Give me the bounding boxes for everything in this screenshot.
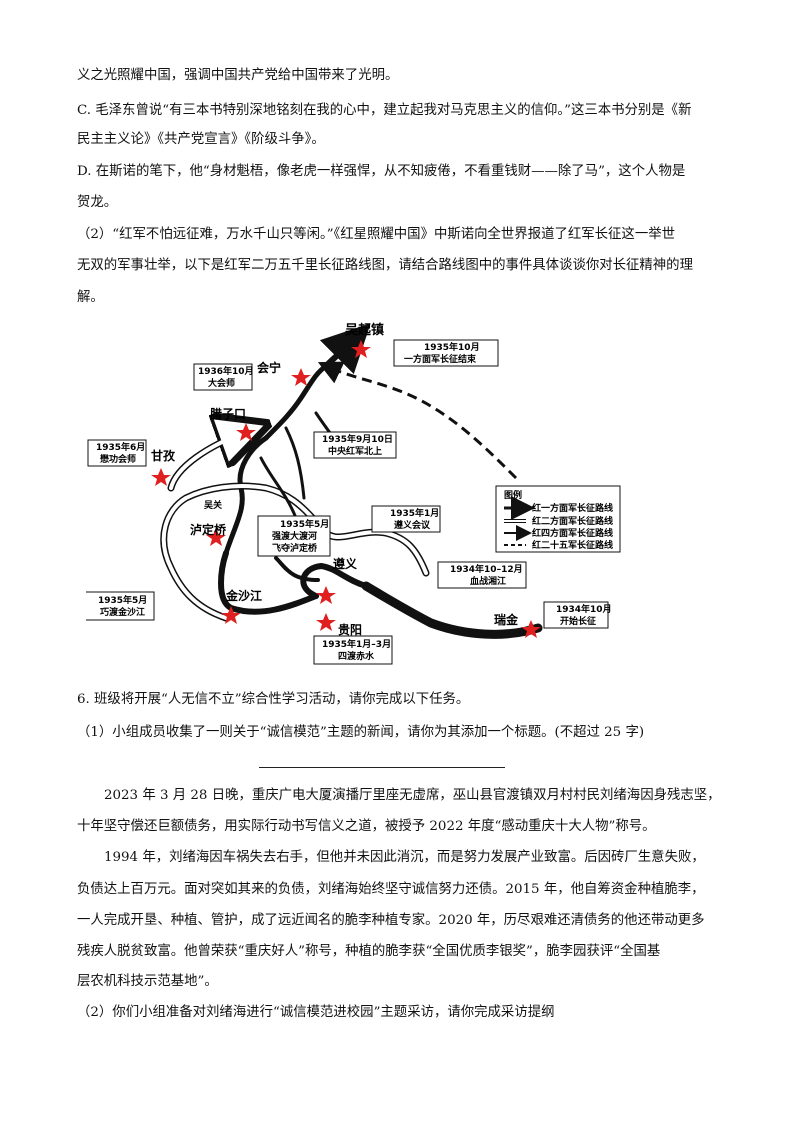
svg-text:1934年10–12月: 1934年10–12月 bbox=[450, 563, 523, 575]
place-wuqi: 吴起镇 bbox=[345, 322, 384, 338]
news-paragraph-2-line4: 残疾人脱贫致富。他曾荣获“重庆好人”称号，种植的脆李获“全国优质李银奖”，脆李园… bbox=[77, 944, 661, 959]
event-box-chishui: 1935年1月–3月 四渡赤水 bbox=[313, 635, 393, 665]
question-2-line2: 无双的军事壮举，以下是红军二万五千里长征路线图，请结合路线图中的事件具体谈谈你对… bbox=[77, 258, 693, 273]
option-d-line1: D. 在斯诺的笔下，他“身材魁梧，像老虎一样强悍，从不知疲倦，不看重钱财——除了… bbox=[77, 164, 686, 179]
place-wuguan: 吴关 bbox=[204, 499, 222, 511]
svg-text:血战湘江: 血战湘江 bbox=[470, 575, 506, 587]
event-box-jinsha: 1935年5月 巧渡金沙江 bbox=[86, 591, 155, 621]
text-line: 义之光照耀中国，强调中国共产党给中国带来了光明。 bbox=[77, 68, 399, 83]
svg-text:一方面军长征结束: 一方面军长征结束 bbox=[404, 353, 477, 365]
svg-text:1934年10月: 1934年10月 bbox=[556, 603, 612, 615]
svg-text:红二十五军长征路线: 红二十五军长征路线 bbox=[532, 539, 613, 551]
news-paragraph-1-line2: 十年坚守偿还巨额债务，用实际行动书写信义之道，被授予 2022 年度“感动重庆十… bbox=[77, 819, 656, 834]
event-box-xiangjiang: 1934年10–12月 血战湘江 bbox=[437, 561, 527, 589]
event-box-dadu: 1935年5月 强渡大渡河 飞夺泸定桥 bbox=[257, 515, 331, 557]
svg-text:图例: 图例 bbox=[504, 489, 522, 501]
svg-text:开始长征: 开始长征 bbox=[560, 615, 596, 627]
svg-text:大会师: 大会师 bbox=[208, 377, 235, 389]
svg-text:遵义会议: 遵义会议 bbox=[394, 519, 431, 531]
news-paragraph-1-line1: 2023 年 3 月 28 日晚，重庆广电大厦演播厅里座无虚席，巫山县官渡镇双月… bbox=[104, 788, 721, 803]
news-paragraph-2-line1: 1994 年，刘绪海因车祸失去右手，但他并未因此消沉，而是努力发展产业致富。后因… bbox=[104, 850, 705, 865]
place-zunyi: 遵义 bbox=[333, 556, 358, 571]
route-second-front bbox=[160, 430, 430, 622]
svg-text:1935年5月: 1935年5月 bbox=[280, 518, 329, 530]
svg-text:红四方面军长征路线: 红四方面军长征路线 bbox=[532, 527, 613, 539]
question-2-line1: （2）“红军不怕远征难，万水千山只等闲。”《红星照耀中国》中斯诺向全世界报道了红… bbox=[77, 227, 675, 242]
place-ruijin: 瑞金 bbox=[494, 612, 519, 627]
svg-text:红二方面军长征路线: 红二方面军长征路线 bbox=[532, 515, 613, 527]
place-jinsha: 金沙江 bbox=[225, 588, 262, 603]
map-legend: 图例 红一方面军长征路线 红二方面军长征路线 红四方面军长征路线 红二十五军长征… bbox=[495, 485, 621, 553]
route-25th-army bbox=[317, 361, 518, 480]
svg-text:四渡赤水: 四渡赤水 bbox=[338, 650, 375, 662]
event-box-wuqi: 1935年10月 一方面军长征结束 bbox=[393, 339, 499, 367]
place-ganzi: 甘孜 bbox=[151, 448, 176, 463]
svg-text:强渡大渡河: 强渡大渡河 bbox=[272, 530, 317, 542]
place-guiyang: 贵阳 bbox=[338, 622, 362, 637]
news-paragraph-2-line2: 负债达上百万元。面对突如其来的负债，刘绪海始终坚守诚信努力还债。2015 年，他… bbox=[77, 882, 705, 897]
option-c-line2: 民主主义论》《共产党宣言》《阶级斗争》。 bbox=[77, 132, 325, 147]
svg-text:1935年9月10日: 1935年9月10日 bbox=[322, 433, 393, 445]
svg-text:中央红军北上: 中央红军北上 bbox=[328, 445, 382, 457]
option-d-line2: 贺龙。 bbox=[77, 195, 118, 210]
news-paragraph-2-line5: 层农机科技示范基地”。 bbox=[77, 974, 218, 989]
svg-text:巧渡金沙江: 巧渡金沙江 bbox=[100, 606, 145, 618]
question-6-task-1: （1）小组成员收集了一则关于“诚信模范”主题的新闻，请你为其添加一个标题。(不超… bbox=[77, 725, 645, 740]
svg-text:红一方面军长征路线: 红一方面军长征路线 bbox=[532, 502, 613, 514]
option-c-line1: C. 毛泽东曾说“有三本书特别深地铭刻在我的心中，建立起我对马克思主义的信仰。”… bbox=[77, 103, 692, 118]
event-box-north: 1935年9月10日 中央红军北上 bbox=[313, 431, 397, 459]
question-6-task-2: （2）你们小组准备对刘绪海进行“诚信模范进校园”主题采访，请你完成采访提纲 bbox=[77, 1005, 555, 1020]
event-box-zunyi: 1935年1月 遵义会议 bbox=[371, 505, 441, 533]
place-lazikou: 腊子口 bbox=[210, 406, 246, 421]
star-markers bbox=[151, 340, 541, 638]
event-box-ruijin: 1934年10月 开始长征 bbox=[543, 601, 612, 629]
event-box-maogong: 1935年6月 懋功会师 bbox=[87, 439, 147, 467]
question-2-line3: 解。 bbox=[77, 290, 104, 305]
svg-text:1936年10月: 1936年10月 bbox=[198, 365, 254, 377]
long-march-route-map: 吴起镇 会宁 腊子口 甘孜 吴关 泸定桥 金沙江 遵义 贵阳 瑞金 1935年1… bbox=[86, 322, 621, 665]
svg-text:1935年1月: 1935年1月 bbox=[390, 507, 439, 519]
svg-text:1935年10月: 1935年10月 bbox=[424, 341, 480, 353]
title-answer-line[interactable] bbox=[259, 767, 505, 768]
place-huining: 会宁 bbox=[257, 360, 281, 375]
svg-text:1935年1月–3月: 1935年1月–3月 bbox=[322, 638, 391, 650]
svg-text:1935年5月: 1935年5月 bbox=[98, 594, 147, 606]
question-6: 6. 班级将开展“人无信不立”综合性学习活动，请你完成以下任务。 bbox=[77, 692, 470, 707]
event-box-huining: 1936年10月 大会师 bbox=[193, 363, 254, 391]
svg-text:1935年6月: 1935年6月 bbox=[96, 441, 145, 453]
svg-text:懋功会师: 懋功会师 bbox=[100, 453, 136, 465]
place-luding: 泸定桥 bbox=[190, 522, 227, 537]
news-paragraph-2-line3: 一人完成开垦、种植、管护，成了远近闻名的脆李种植专家。2020 年，历尽艰难还清… bbox=[77, 913, 705, 928]
svg-text:飞夺泸定桥: 飞夺泸定桥 bbox=[272, 542, 318, 554]
